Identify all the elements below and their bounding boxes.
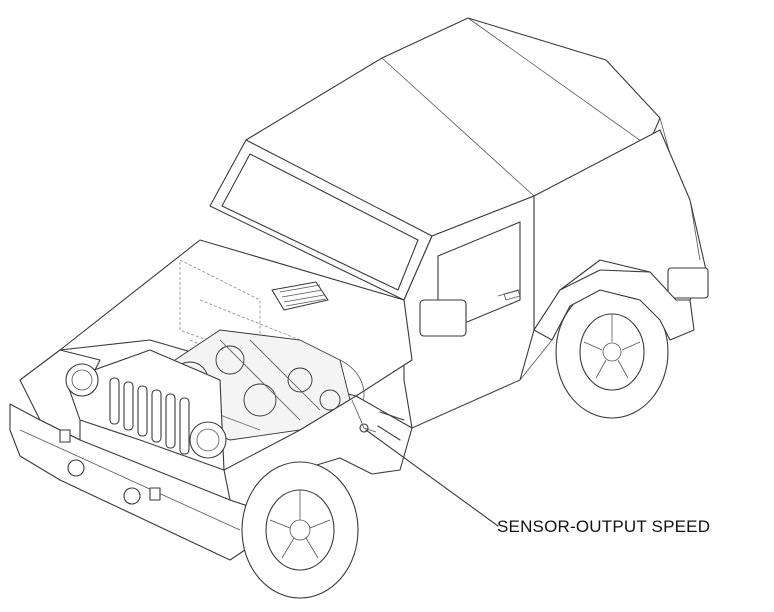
tail-lamp [667,267,709,299]
rear-wheel [555,285,669,419]
hood-vent [271,281,329,311]
front-wheel [241,461,359,599]
rear-fender-flare [533,269,695,341]
callout-leader-line [365,429,499,527]
headlamp-right [189,421,227,459]
headlamp-left [65,363,99,397]
grille-slots [109,377,190,455]
callout-label-sensor-output-speed: SENSOR-OUTPUT SPEED [497,517,711,536]
windshield-glass [221,153,419,291]
side-mirror [419,299,467,337]
